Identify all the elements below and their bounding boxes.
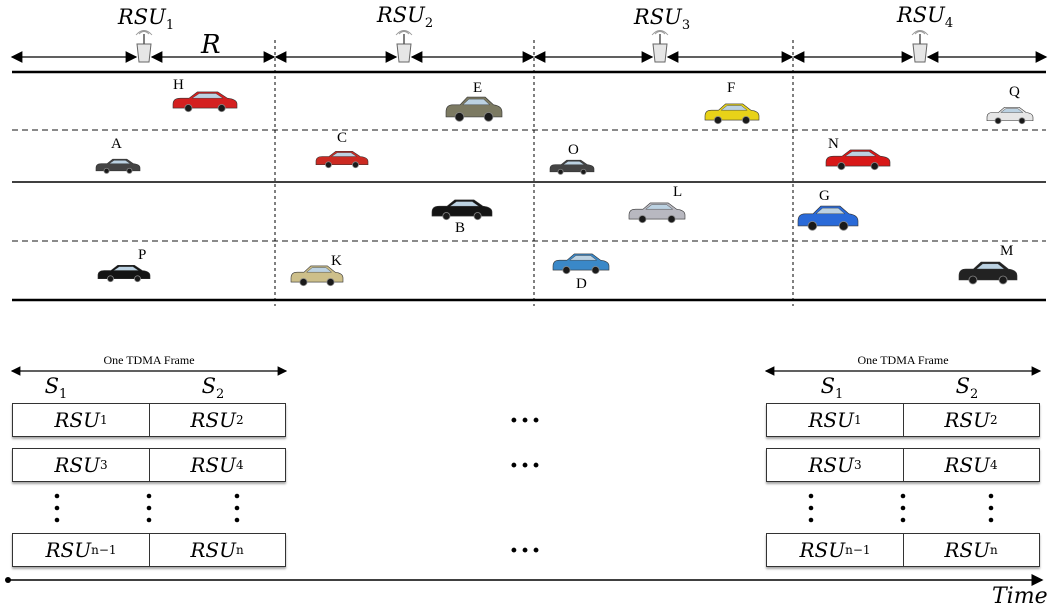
car-icon	[315, 150, 369, 169]
car-icon	[986, 106, 1034, 125]
time-axis-label: Time	[992, 584, 1048, 609]
car-icon	[628, 202, 686, 224]
vehicle-label: M	[1000, 243, 1014, 259]
rsu-tower-icon	[395, 30, 413, 63]
slot-header: S2	[201, 374, 225, 403]
rsu-tower-icon	[911, 30, 929, 63]
slot-header: S1	[820, 374, 844, 403]
car-icon	[172, 91, 238, 113]
slot-header: S1	[44, 374, 68, 403]
car-icon	[825, 149, 891, 171]
vehicle-label: D	[576, 276, 587, 292]
car-icon	[552, 253, 610, 275]
car-icon	[797, 205, 859, 231]
rsu-tower-icon	[651, 30, 669, 63]
rsu-label: RSU3	[633, 5, 691, 34]
vehicle-label: B	[455, 220, 466, 236]
rsu-label: RSU4	[896, 3, 954, 32]
horizontal-ellipsis: ···	[509, 406, 543, 436]
vehicles	[95, 91, 1034, 287]
range-label: R	[201, 30, 221, 60]
vehicle-label: K	[331, 253, 342, 269]
vehicle-label: N	[828, 136, 839, 152]
rsu-tower-icons	[135, 30, 929, 63]
frame-caption: One TDMA Frame	[103, 353, 195, 367]
car-icon	[97, 264, 151, 283]
slot-header: S2	[955, 374, 979, 403]
car-icon	[445, 96, 503, 122]
vehicle-label: P	[138, 247, 147, 263]
road-lines	[12, 70, 1046, 302]
horizontal-ellipsis: ···	[509, 451, 543, 481]
vehicle-label: G	[819, 188, 830, 204]
car-icon	[549, 159, 595, 175]
vehicle-label: L	[673, 184, 683, 200]
vehicle-label: C	[337, 130, 348, 146]
rsu-label: RSU2	[376, 3, 434, 32]
rsu-label: RSU1	[117, 5, 175, 34]
horizontal-ellipsis: ···	[509, 536, 543, 566]
zone-boundaries	[274, 40, 794, 306]
vehicle-label: F	[727, 80, 736, 96]
rsu-tower-icon	[135, 30, 153, 63]
car-icon	[704, 103, 760, 125]
vehicle-label: O	[568, 142, 579, 158]
vertical-ellipsis	[54, 493, 994, 523]
car-icon	[290, 265, 344, 287]
vehicle-label: Q	[1009, 84, 1020, 100]
car-icon	[431, 199, 493, 221]
vehicle-label: H	[173, 77, 184, 93]
car-icon	[95, 158, 141, 174]
vehicle-label: A	[111, 136, 122, 152]
frame-caption: One TDMA Frame	[857, 353, 949, 367]
car-icon	[958, 261, 1018, 285]
vehicle-label: E	[473, 80, 483, 96]
